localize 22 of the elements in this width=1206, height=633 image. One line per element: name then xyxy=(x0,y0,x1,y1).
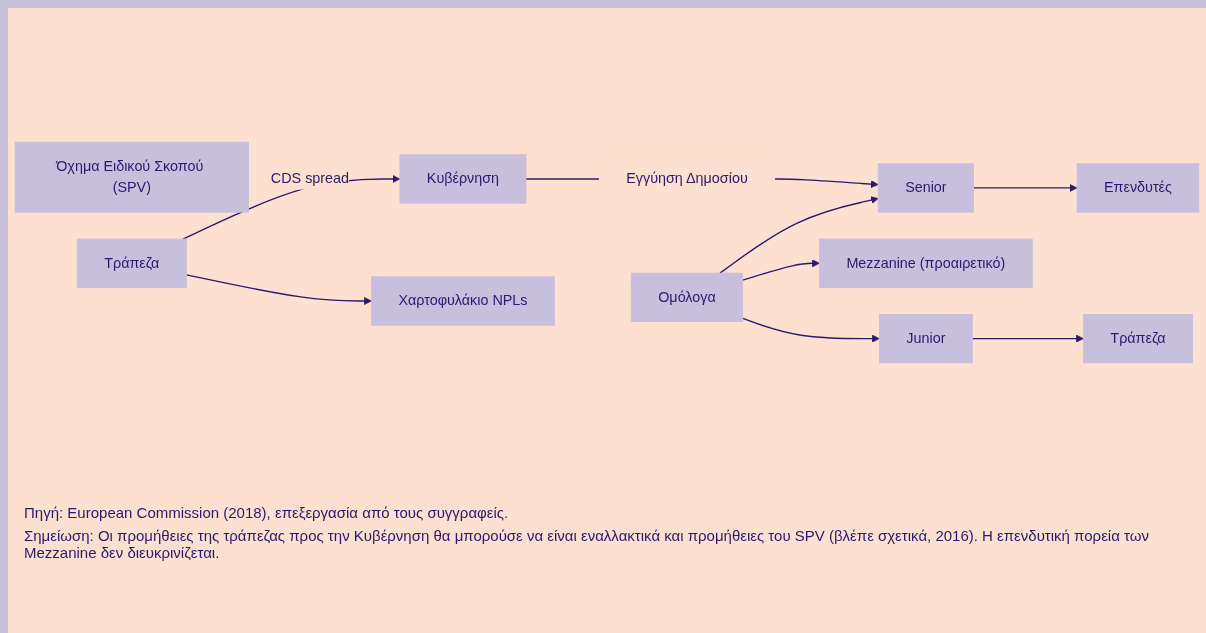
arrow xyxy=(185,274,372,306)
node-box: Κυβέρνηση xyxy=(399,154,527,205)
node-box: Όχημα Ειδικού Σκοπού (SPV) xyxy=(14,142,249,214)
node-box: Mezzanine (προαιρετικό) xyxy=(819,239,1033,289)
node-box: Senior xyxy=(877,163,974,214)
source-caption: Πηγή: European Commission (2018), επεξεργασία από τους συγγραφείς. xyxy=(24,504,510,521)
node-box: Ομόλογα xyxy=(630,273,744,323)
node-text: Εγγύηση Δημοσίου xyxy=(626,171,748,187)
note-text: Σημείωση: Οι προμήθειες της τράπεζας προς την Κυβέρνηση θα μπορούσε να είναι εναλλακτικά και προμήθειες του SPV (βλέπε σχετικά, 2016). Η επενδυτική πορεία των Mezzanine δεν διευκρινίζεται. xyxy=(24,527,1150,561)
node-box: Χαρτοφυλάκιο NPLs xyxy=(371,276,555,327)
arrow xyxy=(773,178,879,189)
node-box: Τράπεζα xyxy=(1083,314,1193,364)
node-box: Επενδυτές xyxy=(1076,163,1200,214)
edge-label: CDS spread xyxy=(270,171,350,187)
arrow xyxy=(971,335,1084,344)
node-box: Junior xyxy=(878,314,973,364)
arrow xyxy=(719,196,879,275)
arrow xyxy=(742,259,820,282)
connector xyxy=(525,178,600,181)
node-box: Τράπεζα xyxy=(76,239,187,289)
arrow xyxy=(972,184,1078,193)
arrow xyxy=(742,318,880,344)
